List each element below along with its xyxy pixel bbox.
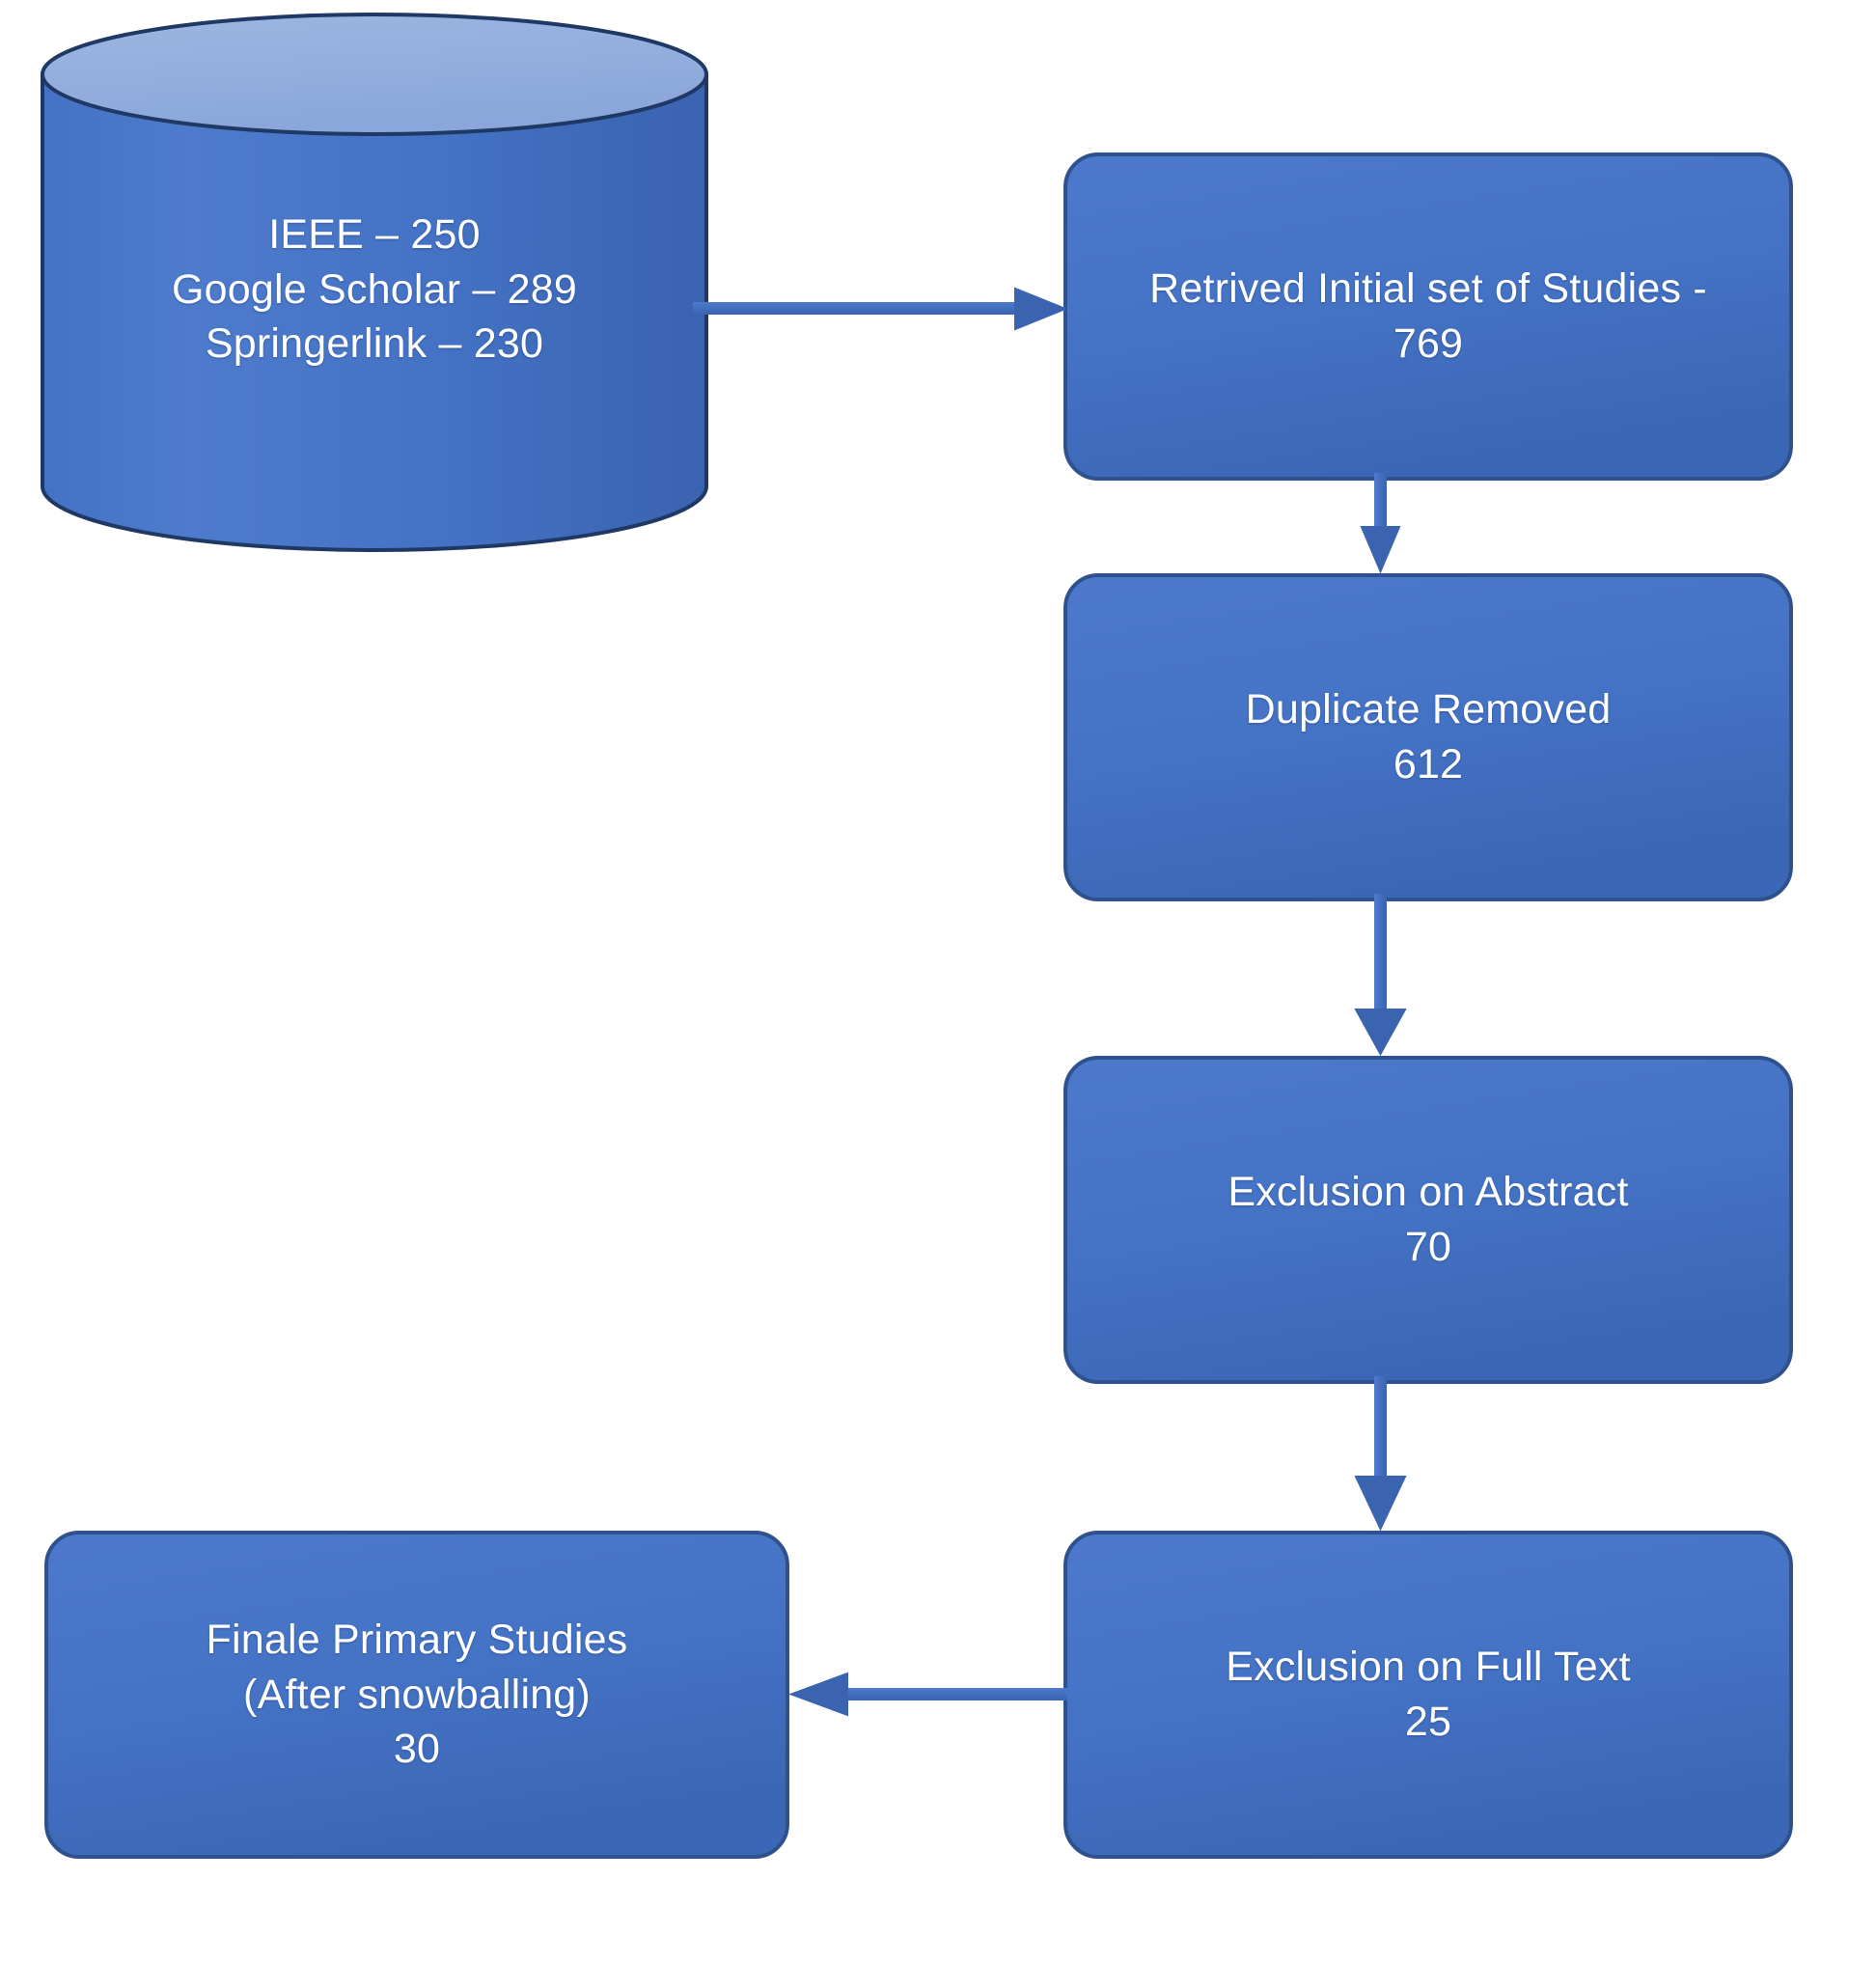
edge-duplicate-to-abstract [1354,894,1407,1057]
exclusion-on-abstract-node[interactable] [1065,1058,1791,1382]
duplicate-removed-node[interactable] [1065,575,1791,899]
retrieved-initial-studies-node[interactable] [1065,154,1791,479]
edge-sources-to-retrieved [693,287,1068,331]
edge-abstract-to-fulltext [1354,1376,1407,1532]
exclusion-on-full-text-node[interactable] [1065,1533,1791,1857]
edge-fulltext-to-finale [788,1672,1067,1717]
finale-primary-studies-node[interactable] [46,1533,787,1857]
sources-database-node[interactable] [42,14,706,565]
edge-retrieved-to-duplicate [1360,473,1401,574]
